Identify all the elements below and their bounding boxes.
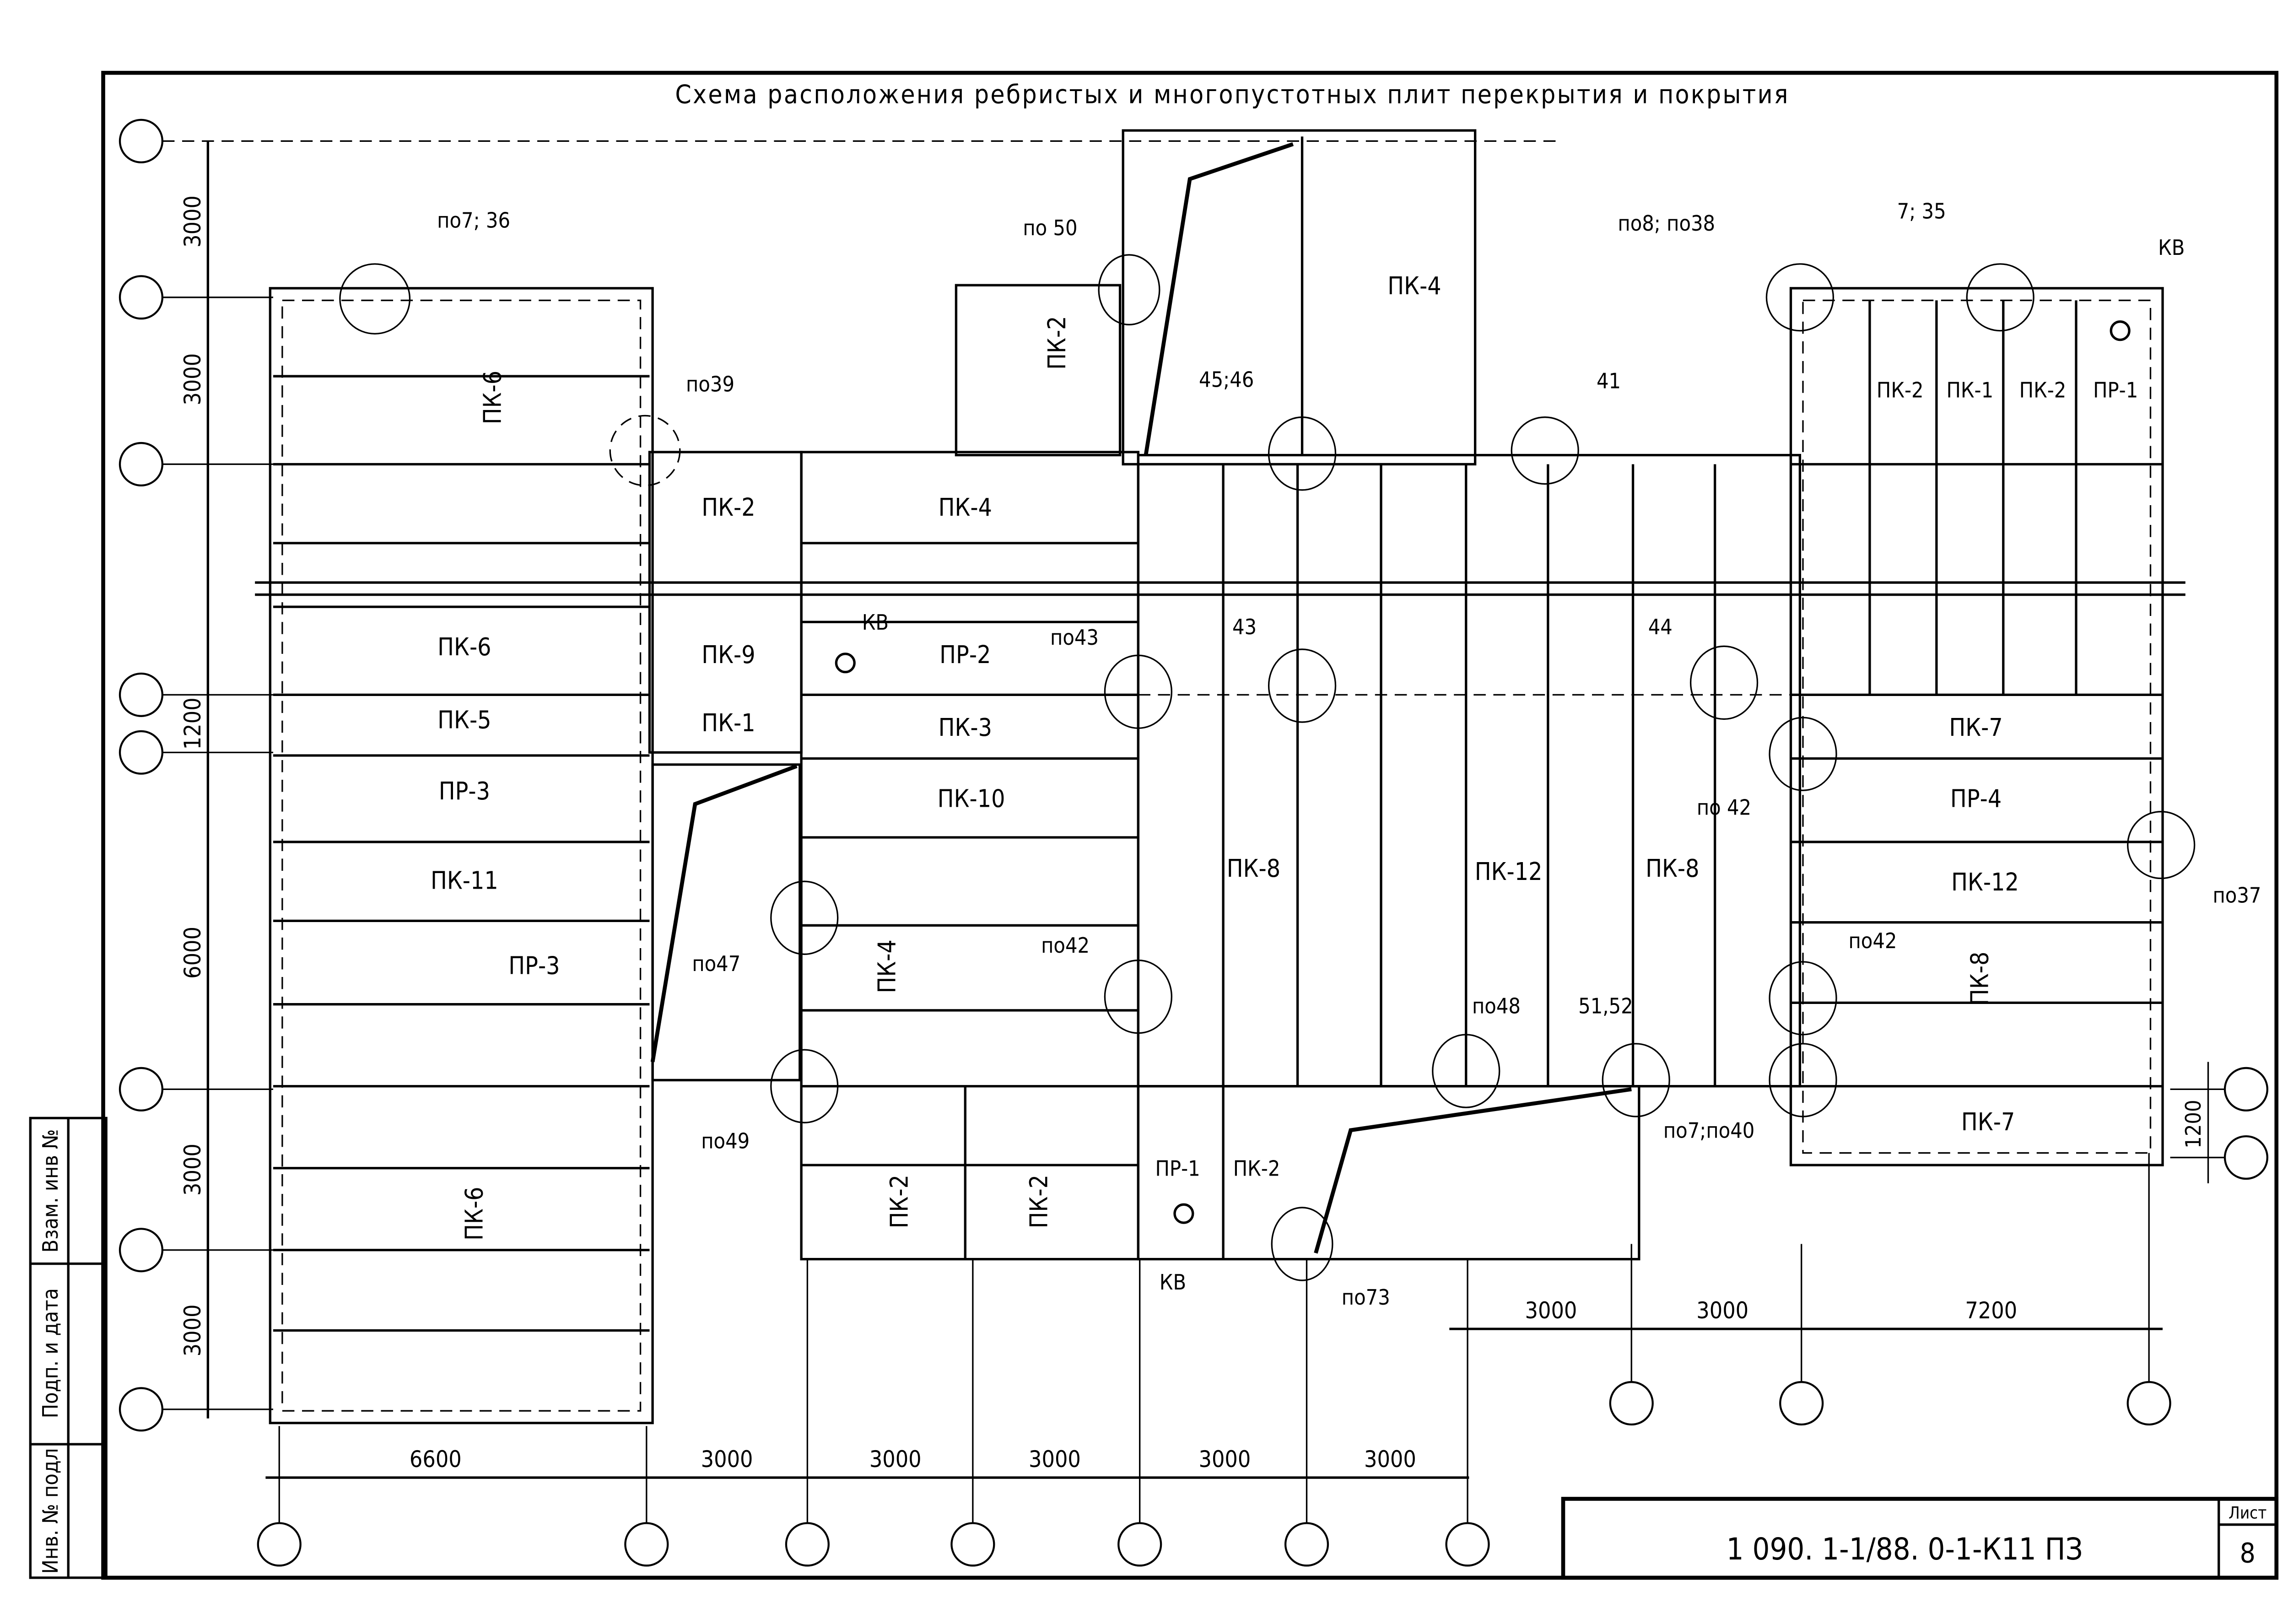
- callout-label: КВ: [1160, 1270, 1186, 1295]
- slab-label: ПК-6: [460, 1187, 489, 1241]
- slab-label: ПК-1: [702, 709, 755, 737]
- slab-label: ПК-2: [1877, 378, 1924, 403]
- side-stamp: Взам. инв № Подп. и дата Инв. № подл: [29, 1117, 108, 1579]
- slab-label: ПР-2: [939, 641, 991, 669]
- sheet-number: 8: [2240, 1538, 2256, 1570]
- slab-label: ПК-8: [1966, 952, 1994, 1005]
- callout-label: по42: [1041, 933, 1090, 958]
- axis-markers-right: 1200: [2170, 1062, 2269, 1183]
- callout-label: 45;46: [1199, 367, 1254, 392]
- side-stamp-field: Подп. и дата: [38, 1288, 63, 1418]
- dim-bottom: 3000: [869, 1446, 922, 1473]
- callout-label: по73: [1342, 1285, 1390, 1310]
- slab-labels: ПК-6 ПК-6 ПК-5 ПР-3 ПК-11 ПР-3 ПК-6 ПК-2…: [431, 272, 2138, 1241]
- slab-label: ПК-4: [939, 493, 992, 522]
- axis-markers-left: 3000 3000 1200 6000 3000 3000: [119, 119, 1563, 1432]
- callout-label: по7; 36: [437, 208, 510, 232]
- building-walls: [255, 129, 2185, 1424]
- slab-label: ПК-11: [431, 867, 498, 895]
- slab-label: ПК-2: [702, 493, 755, 522]
- slab-label: ПК-6: [437, 633, 491, 661]
- slab-label: ПК-8: [1646, 854, 1699, 883]
- callout-label: КВ: [2158, 235, 2185, 260]
- callout-label: по49: [701, 1129, 750, 1154]
- axis-markers-bottom-right: 3000 3000 7200: [1449, 1153, 2171, 1426]
- callout-label: 51,52: [1578, 994, 1633, 1019]
- callout-label: по47: [692, 951, 740, 976]
- callout-label: 44: [1648, 615, 1673, 639]
- slab-label: ПР-4: [1950, 785, 2002, 813]
- dim-bottom: 3000: [701, 1446, 753, 1473]
- slab-label: ПР-1: [1155, 1156, 1200, 1181]
- title-block: 1 090. 1-1/88. 0-1-К11 ПЗ Лист 8: [1561, 1497, 2279, 1580]
- callout-label: по48: [1472, 994, 1521, 1019]
- slab-label: ПК-10: [938, 785, 1005, 813]
- sheet-frame: Схема расположения ребристых и многопуст…: [101, 70, 2279, 1580]
- slab-label: ПК-2: [1043, 316, 1071, 370]
- slab-label: ПК-2: [1025, 1175, 1053, 1228]
- document-code: 1 090. 1-1/88. 0-1-К11 ПЗ: [1727, 1531, 2083, 1567]
- callout-label: по 50: [1023, 216, 1077, 240]
- axis-markers-bottom: 6600 3000 3000 3000 3000 3000: [257, 1259, 1490, 1567]
- callout-label: 43: [1232, 615, 1257, 639]
- callout-label: по42: [1849, 928, 1897, 953]
- dim-left: 3000: [179, 353, 206, 405]
- dim-bottom: 3000: [1029, 1446, 1081, 1473]
- slab-label: ПК-7: [1961, 1108, 2015, 1136]
- drawing-title: Схема расположения ребристых и многопуст…: [675, 80, 1789, 109]
- slab-label: ПК-12: [1951, 868, 2019, 896]
- dim-left: 3000: [179, 1305, 206, 1357]
- dim-bottom-right: 3000: [1696, 1297, 1748, 1324]
- slab-label: ПР-3: [508, 951, 560, 980]
- side-stamp-field: Инв. № подл: [38, 1448, 63, 1574]
- dim-bottom: 3000: [1364, 1446, 1416, 1473]
- dim-right: 1200: [2181, 1100, 2206, 1148]
- dim-left: 6000: [179, 927, 206, 979]
- dim-left: 3000: [179, 1144, 206, 1196]
- slab-label: ПР-1: [2093, 378, 2138, 403]
- node-callouts: [339, 254, 2196, 1281]
- callout-label: по39: [686, 372, 734, 396]
- dim-bottom-right: 7200: [1965, 1297, 2017, 1324]
- slab-label: ПК-8: [1227, 854, 1280, 883]
- dim-bottom-right: 3000: [1525, 1297, 1577, 1324]
- slab-label: ПР-3: [439, 777, 490, 805]
- dim-bottom: 6600: [410, 1446, 462, 1473]
- callout-label: по7;по40: [1663, 1118, 1754, 1143]
- callout-label: по 42: [1697, 795, 1751, 820]
- dim-left: 1200: [179, 697, 206, 750]
- slab-label: ПК-3: [939, 713, 992, 742]
- slab-label: ПК-2: [1233, 1156, 1280, 1181]
- slab-label: ПК-2: [885, 1175, 913, 1228]
- callout-label: по43: [1050, 625, 1099, 650]
- callout-label: 41: [1597, 369, 1621, 394]
- slab-label: ПК-7: [1949, 713, 2002, 742]
- slab-label: ПК-6: [478, 371, 507, 424]
- slab-label: ПК-4: [873, 939, 901, 993]
- dim-left: 3000: [179, 195, 206, 248]
- sheet-label: Лист: [2229, 1503, 2266, 1523]
- callout-label: по8; по38: [1618, 211, 1715, 236]
- dim-bottom: 3000: [1199, 1446, 1251, 1473]
- callout-labels: по7; 36 по39 по 50 45;46 41 по8; по38 7;…: [437, 199, 2261, 1310]
- slab-label: ПК-9: [702, 641, 755, 669]
- callout-label: КВ: [862, 610, 889, 635]
- slab-label: ПК-2: [2019, 378, 2067, 403]
- slab-label: ПК-5: [437, 706, 491, 734]
- slab-label: ПК-1: [1946, 378, 1993, 403]
- slab-label: ПК-12: [1475, 858, 1543, 886]
- side-stamp-field: Взам. инв №: [38, 1129, 63, 1252]
- slab-label: ПК-4: [1387, 272, 1441, 300]
- callout-label: по37: [2212, 883, 2261, 908]
- callout-label: 7; 35: [1897, 199, 1946, 223]
